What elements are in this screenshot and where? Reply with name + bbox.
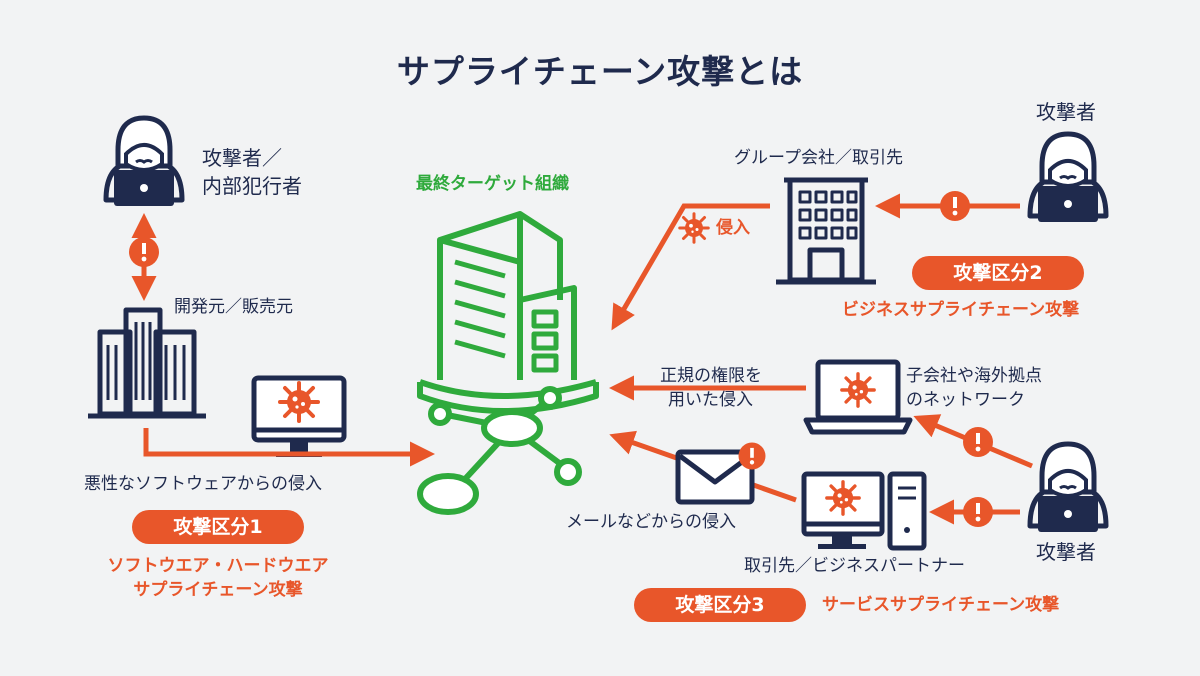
software-intrusion-arrow [143,428,435,467]
partner-desktop-icon [801,471,927,551]
developer-label: 開発元／販売元 [174,297,293,317]
category-1-desc-line2: サプライチェーン攻撃 [133,580,303,600]
page-title: サプライチェーン攻撃とは [396,52,804,91]
category-3-desc: サービスサプライチェーン攻撃 [822,595,1060,615]
group-to-target-arrow [611,203,770,331]
category-3-badge: 攻撃区分3 [634,588,806,622]
legit-access-label-line1: 正規の権限を [660,366,762,386]
malware-intrusion-label: 悪性なソフトウェアからの侵入 [84,474,322,494]
attacker-bottom-icon [1030,444,1106,532]
attacker-insider-icon [106,118,182,206]
warning-icon [940,191,970,221]
attacker-insider-label-line1: 攻撃者／ [202,146,282,170]
email-intrusion-label: メールなどからの侵入 [566,512,736,532]
warning-icon [963,427,993,457]
category-1-desc-line1: ソフトウエア・ハードウエア [107,556,329,576]
subsidiary-laptop-icon [803,359,913,435]
category-2-desc: ビジネスサプライチェーン攻撃 [842,300,1080,320]
target-building-icon [417,211,599,414]
virus-icon [678,212,710,244]
category-1-badge: 攻撃区分1 [132,510,304,544]
network-hub-icon [417,386,582,515]
final-target-label: 最終ターゲット組織 [416,174,569,194]
attacker-top-icon [1030,134,1106,222]
warning-icon [963,497,993,527]
group-company-label: グループ会社／取引先 [734,148,903,168]
subsidiary-label-line2: のネットワーク [906,390,1025,410]
developer-building-icon [88,307,206,419]
legit-access-label-line2: 用いた侵入 [668,390,753,410]
group-company-building-icon [776,177,876,285]
warning-icon [129,237,159,267]
intrusion-label: 侵入 [716,218,750,238]
infected-monitor-icon [251,375,347,457]
subsidiary-label-line1: 子会社や海外拠点 [906,366,1042,386]
category-2-badge: 攻撃区分2 [912,256,1084,290]
attacker-bottom-label: 攻撃者 [1036,540,1096,564]
envelope-icon [675,442,766,505]
attacker-top-label: 攻撃者 [1036,100,1096,124]
partner-label: 取引先／ビジネスパートナー [744,556,965,576]
attacker-insider-label-line2: 内部犯行者 [202,174,302,198]
